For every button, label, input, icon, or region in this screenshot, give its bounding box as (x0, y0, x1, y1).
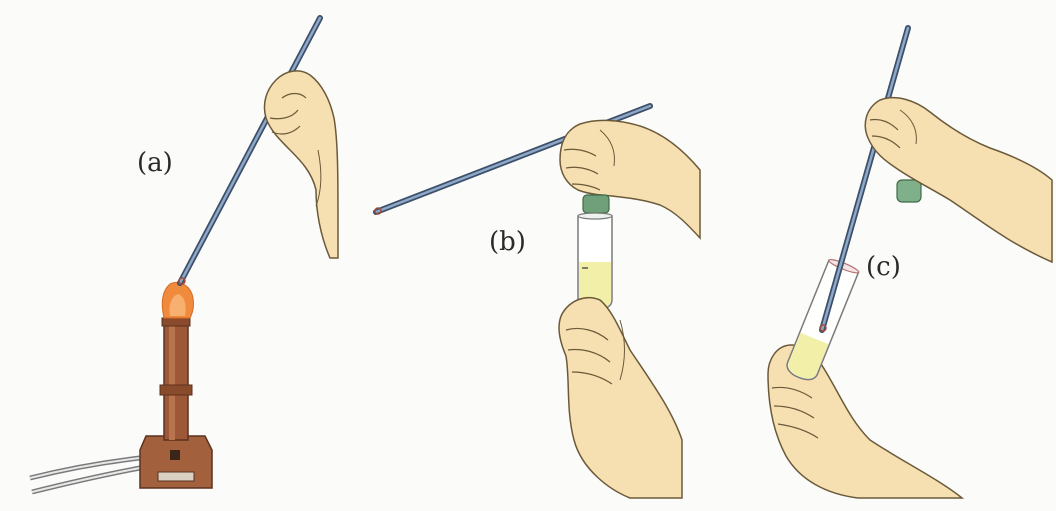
panel-a (30, 18, 338, 492)
panel-label-b: (b) (489, 229, 526, 255)
panel-label-c: (c) (866, 254, 901, 280)
inoculating-loop-c (820, 28, 908, 331)
panel-c (768, 28, 1052, 498)
hand-a (264, 71, 338, 258)
panel-b (375, 106, 700, 498)
hand-b-lower (559, 298, 682, 498)
tube-stopper-c (897, 180, 921, 202)
panel-label-a: (a) (137, 150, 173, 176)
burner-flame (162, 282, 193, 318)
hand-c-upper (865, 98, 1052, 262)
test-tube-b (578, 213, 612, 310)
bunsen-burner (140, 318, 212, 488)
tube-stopper-b (583, 195, 609, 213)
